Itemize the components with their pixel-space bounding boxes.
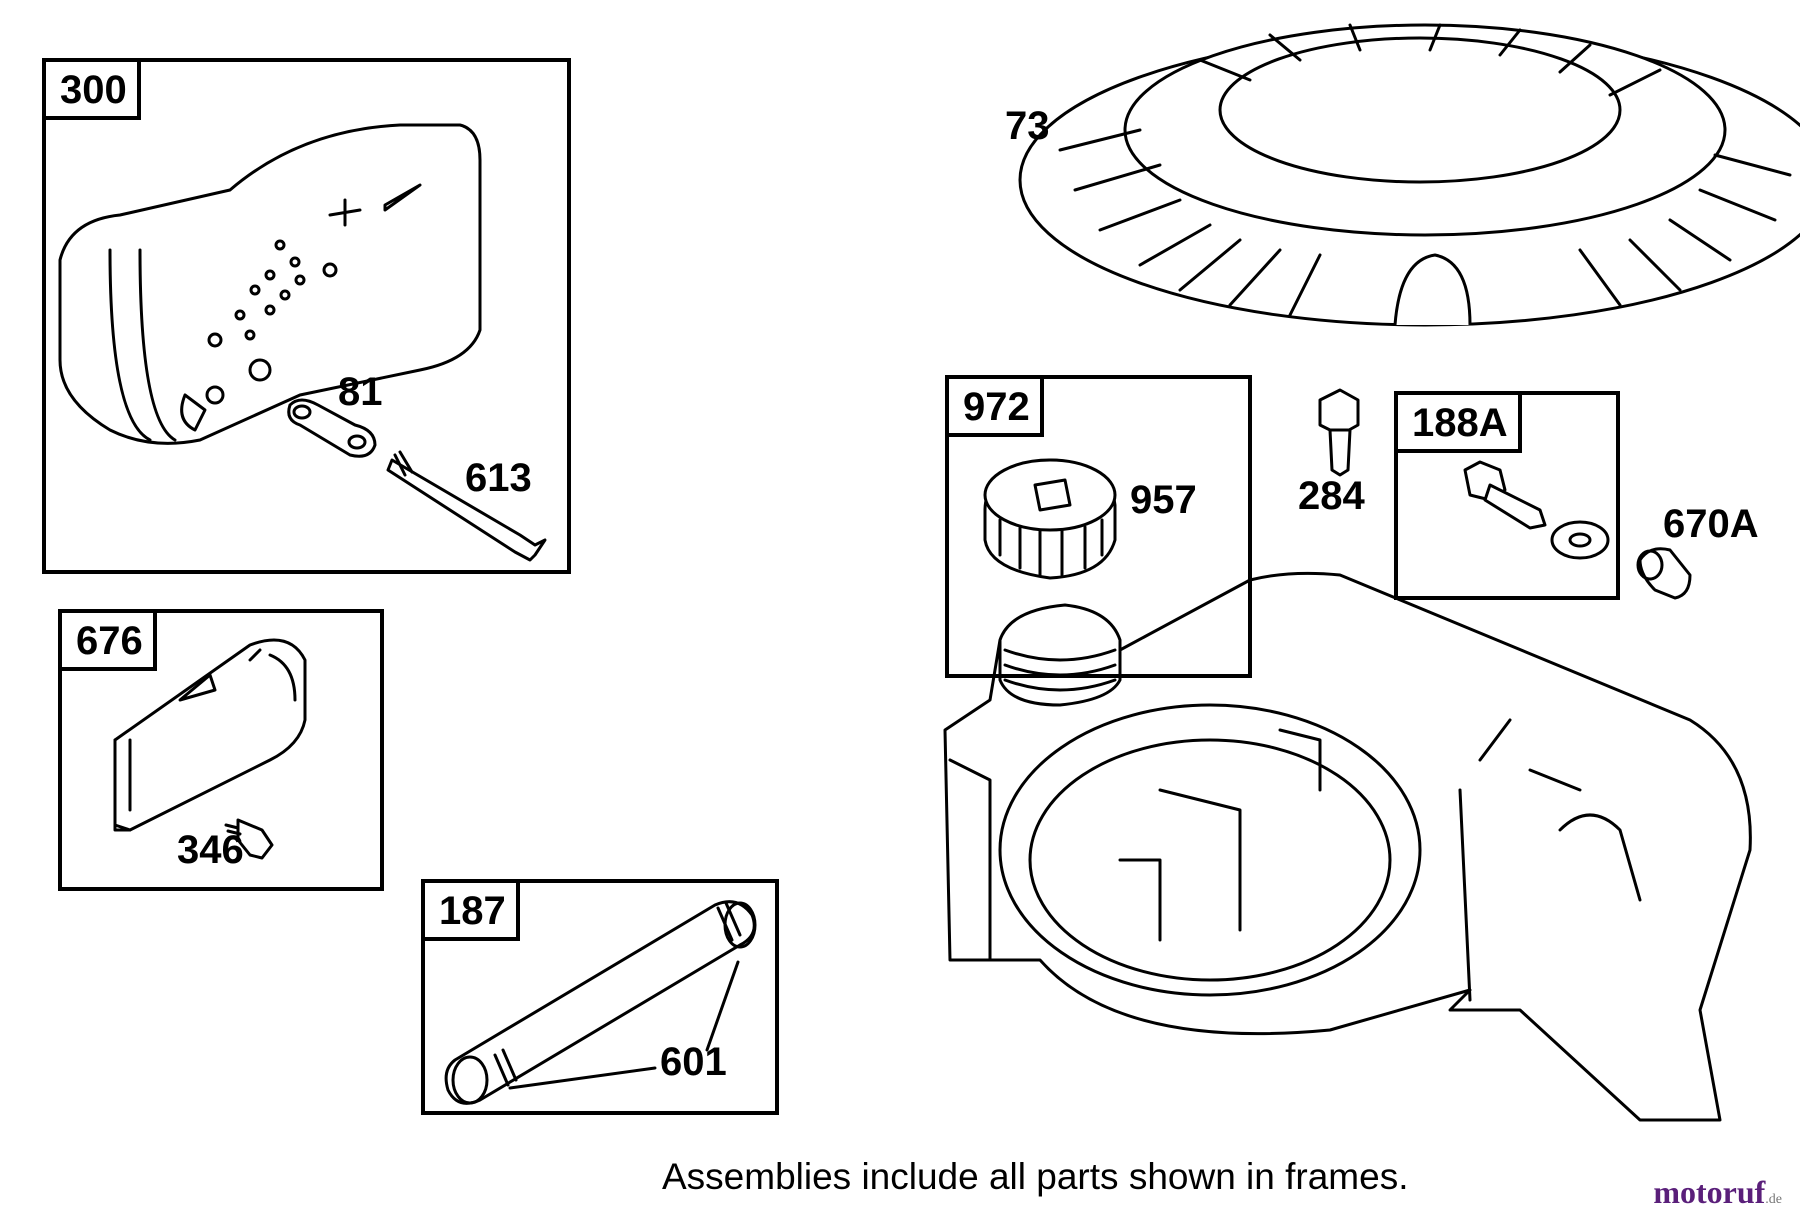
assemblies-caption: Assemblies include all parts shown in fr…: [662, 1156, 1409, 1197]
frame-tube-assembly: 187: [421, 879, 779, 1115]
muffler-drawing: [58, 123, 547, 562]
watermark-tld: .de: [1765, 1192, 1782, 1207]
tube-drawing: [444, 900, 757, 1105]
callout-blower-screen: 73: [1005, 104, 1050, 148]
frame-tag-muffler-assembly: 300: [42, 58, 141, 120]
frame-guard-assembly: 676: [58, 609, 384, 891]
screw-drawing: [1318, 388, 1360, 477]
fuel-cap-drawing: [983, 458, 1117, 580]
frame-tag-screw-assembly: 188A: [1394, 391, 1522, 453]
callout-clamp: 601: [660, 1040, 727, 1084]
blower-screen-drawing: [1018, 23, 1800, 327]
fuel-tank-housing-drawing: [943, 571, 1752, 1122]
frame-tag-guard-assembly: 676: [58, 609, 157, 671]
spacer-drawing: [1636, 547, 1692, 600]
callout-fuel-cap: 957: [1130, 478, 1197, 522]
callout-screw: 284: [1298, 474, 1365, 518]
frame-tag-tube-assembly: 187: [421, 879, 520, 941]
callout-guard-screw: 346: [177, 828, 244, 872]
watermark-logo: motoruf.de: [1653, 1174, 1782, 1211]
guard-drawing: [113, 638, 307, 860]
shoulder-screw-drawing: [1463, 460, 1610, 560]
frame-tag-fuel-tank-assembly: 972: [945, 375, 1044, 437]
callout-lockwasher: 81: [338, 370, 383, 414]
watermark-name: motoruf: [1653, 1174, 1766, 1210]
callout-muffler-bolt: 613: [465, 456, 532, 500]
frame-muffler-assembly: 300: [42, 58, 571, 574]
frame-fuel-tank-assembly: 972: [945, 375, 1252, 678]
callout-spacer: 670A: [1663, 502, 1759, 546]
frame-screw-assembly: 188A: [1394, 391, 1620, 600]
